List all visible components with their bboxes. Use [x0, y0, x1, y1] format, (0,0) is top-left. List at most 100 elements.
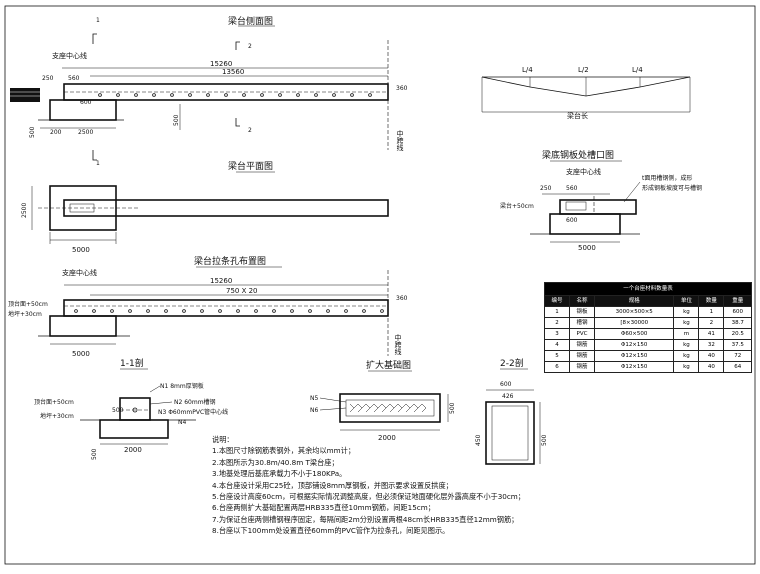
note-item: 3.地基处理后基底承载力不小于180KPa。 — [212, 469, 347, 479]
dim-500-side: 500 — [29, 126, 36, 138]
mid-span-label-2: 中跨线 — [394, 333, 402, 355]
section-2-2: 2-2剖 600 426 450 500 — [475, 357, 548, 465]
side-view-title: 梁台侧面图 — [228, 15, 273, 27]
section-mark-2-bottom: 2 — [248, 127, 252, 134]
th-qty: 数量 — [698, 295, 725, 307]
section-mark-2-top: 2 — [248, 43, 252, 50]
bottom-plate-notch: 梁底钢板处槽口图 支座中心线 250 560 600 5000 梁台+50cm … — [500, 149, 702, 252]
side-view: 梁台侧面图 1 1 2 2 支座中心线 15260 13560 250 560 — [10, 15, 408, 167]
note-item: 5.台座设计高度60cm，可根据实际情况调整高度，但必须保证地面硬化层外露高度不… — [212, 492, 525, 502]
support-center-label-3: 支座中心线 — [62, 268, 97, 277]
dim-2500-plan: 2500 — [21, 203, 28, 218]
n3-label: N3 Φ60mmPVC管中心线 — [158, 408, 228, 416]
camber-l2: L/2 — [578, 66, 589, 74]
sheet-border — [4, 5, 756, 565]
notes-heading: 说明： — [212, 435, 234, 444]
ground-elev-label-2: 地坪+30cm — [40, 412, 74, 420]
notes-block: 说明： 1.本图尺寸除钢筋表钢外，其余均以mm计； 2.本图所示为30.8m/4… — [212, 434, 632, 537]
n5-label: N5 — [310, 395, 318, 402]
plan-view: 梁台平面图 2500 5000 — [21, 160, 389, 254]
plate-note: 梁台+50cm — [500, 202, 534, 210]
section-2-title: 2-2剖 — [500, 357, 524, 369]
section-mark-1-top: 1 — [96, 17, 100, 24]
camber-l4-right: L/4 — [632, 66, 643, 74]
camber-length-label: 梁台长 — [567, 111, 588, 120]
dim-500-mid: 500 — [173, 114, 180, 126]
n4-label: N4 — [178, 419, 186, 426]
dim-500-sec1b: 500 — [91, 448, 98, 460]
dim-750x20: 750 X 20 — [226, 287, 258, 295]
dim-600: 600 — [80, 99, 92, 106]
dim-360: 360 — [396, 85, 408, 92]
note-item: 4.本台座设计采用C25砼，顶部铺设8mm厚钢板，并图示要求设置反拱度； — [212, 480, 453, 490]
th-name: 名称 — [568, 295, 595, 307]
section-1-1: 1-1剖 N1 8mm厚钢板 N2 60mm槽钢 N3 Φ60mmPVC管中心线… — [34, 357, 228, 460]
top-elev-label: 顶台面+50cm — [8, 300, 48, 308]
angle-note-1: t面用槽钢侧，成形 — [642, 174, 692, 182]
enlarged-base: 扩大基础图 N5 N6 2000 500 — [310, 359, 456, 442]
support-center-label-2: 支座中心线 — [566, 167, 601, 176]
dim-2000-base: 2000 — [378, 434, 396, 442]
plan-view-title: 梁台平面图 — [228, 160, 273, 172]
support-center-label: 支座中心线 — [52, 51, 87, 60]
th-unit: 单位 — [673, 295, 700, 307]
mid-span-label: 中跨线 — [396, 129, 404, 151]
ground-elev-label: 地坪+30cm — [8, 310, 42, 318]
table-caption: 一个台座材料数量表 — [544, 282, 752, 296]
dim-15260: 15260 — [210, 60, 232, 68]
dim-5000-notch: 5000 — [578, 244, 596, 252]
note-item: 2.本图所示为30.8m/40.8m T梁台座； — [212, 457, 339, 467]
dim-500-base: 500 — [449, 402, 456, 414]
angle-note-2: 形成钢板坡度可与槽钢 — [642, 184, 702, 192]
dim-560-b: 560 — [566, 185, 578, 192]
enlarged-base-title: 扩大基础图 — [366, 359, 411, 371]
dim-426: 426 — [502, 393, 514, 400]
tie-holes-title: 梁台拉条孔布置图 — [194, 255, 266, 267]
tie-holes-layout-row — [74, 309, 384, 313]
n6-label: N6 — [310, 407, 318, 414]
camber-l4-left: L/4 — [522, 66, 533, 74]
dim-2000-sec1: 2000 — [124, 446, 142, 454]
n2-label: N2 60mm槽钢 — [174, 398, 216, 406]
dim-600-sec2: 600 — [500, 381, 512, 388]
tie-hole-layout: 梁台拉条孔布置图 支座中心线 15260 750 X 20 360 顶台面+50… — [8, 255, 408, 358]
dim-13560: 13560 — [222, 68, 244, 76]
dim-560: 560 — [68, 75, 80, 82]
dim-250-b: 250 — [540, 185, 552, 192]
note-item: 7.为保证台座两侧槽钢程序固定，每隔间距2m分别设置两根48cm长HRB335直… — [212, 514, 519, 524]
dim-500-sec2: 500 — [541, 434, 548, 446]
dim-360-b: 360 — [396, 295, 408, 302]
dim-500-sec1: 500 — [112, 407, 124, 414]
note-item: 1.本图尺寸除钢筋表钢外，其余均以mm计； — [212, 446, 356, 456]
dim-450: 450 — [475, 434, 482, 446]
n1-label: N1 8mm厚钢板 — [160, 382, 204, 390]
table-header-row: 编号 名称 规格 单位 数量 重量 — [544, 295, 752, 307]
section-1-title: 1-1剖 — [120, 357, 144, 369]
dim-600-b: 600 — [566, 217, 578, 224]
existing-ground-hatch — [10, 88, 40, 102]
th-spec: 规格 — [593, 295, 675, 307]
dim-250: 250 — [42, 75, 54, 82]
dim-5000-plan: 5000 — [72, 246, 90, 254]
dim-15260-b: 15260 — [210, 277, 232, 285]
th-weight: 重量 — [723, 295, 752, 307]
bottom-plate-title: 梁底钢板处槽口图 — [542, 149, 614, 161]
dim-5000-layout: 5000 — [72, 350, 90, 358]
section-mark-1-bottom: 1 — [96, 160, 100, 167]
th-no: 编号 — [544, 295, 570, 307]
tie-holes-side — [98, 93, 372, 97]
note-item: 6.台座两侧扩大基础配置两层HRB335直径10mm钢筋，间距15cm； — [212, 503, 435, 513]
camber-diagram: L/4 L/2 L/4 梁台长 — [481, 66, 691, 120]
note-item: 8.台座以下100mm处设置直径60mm的PVC管作为拉条孔，间距见图示。 — [212, 526, 450, 536]
dim-200: 200 — [50, 129, 62, 136]
dim-2500: 2500 — [78, 129, 93, 136]
top-elev-label-2: 顶台面+50cm — [34, 398, 74, 406]
